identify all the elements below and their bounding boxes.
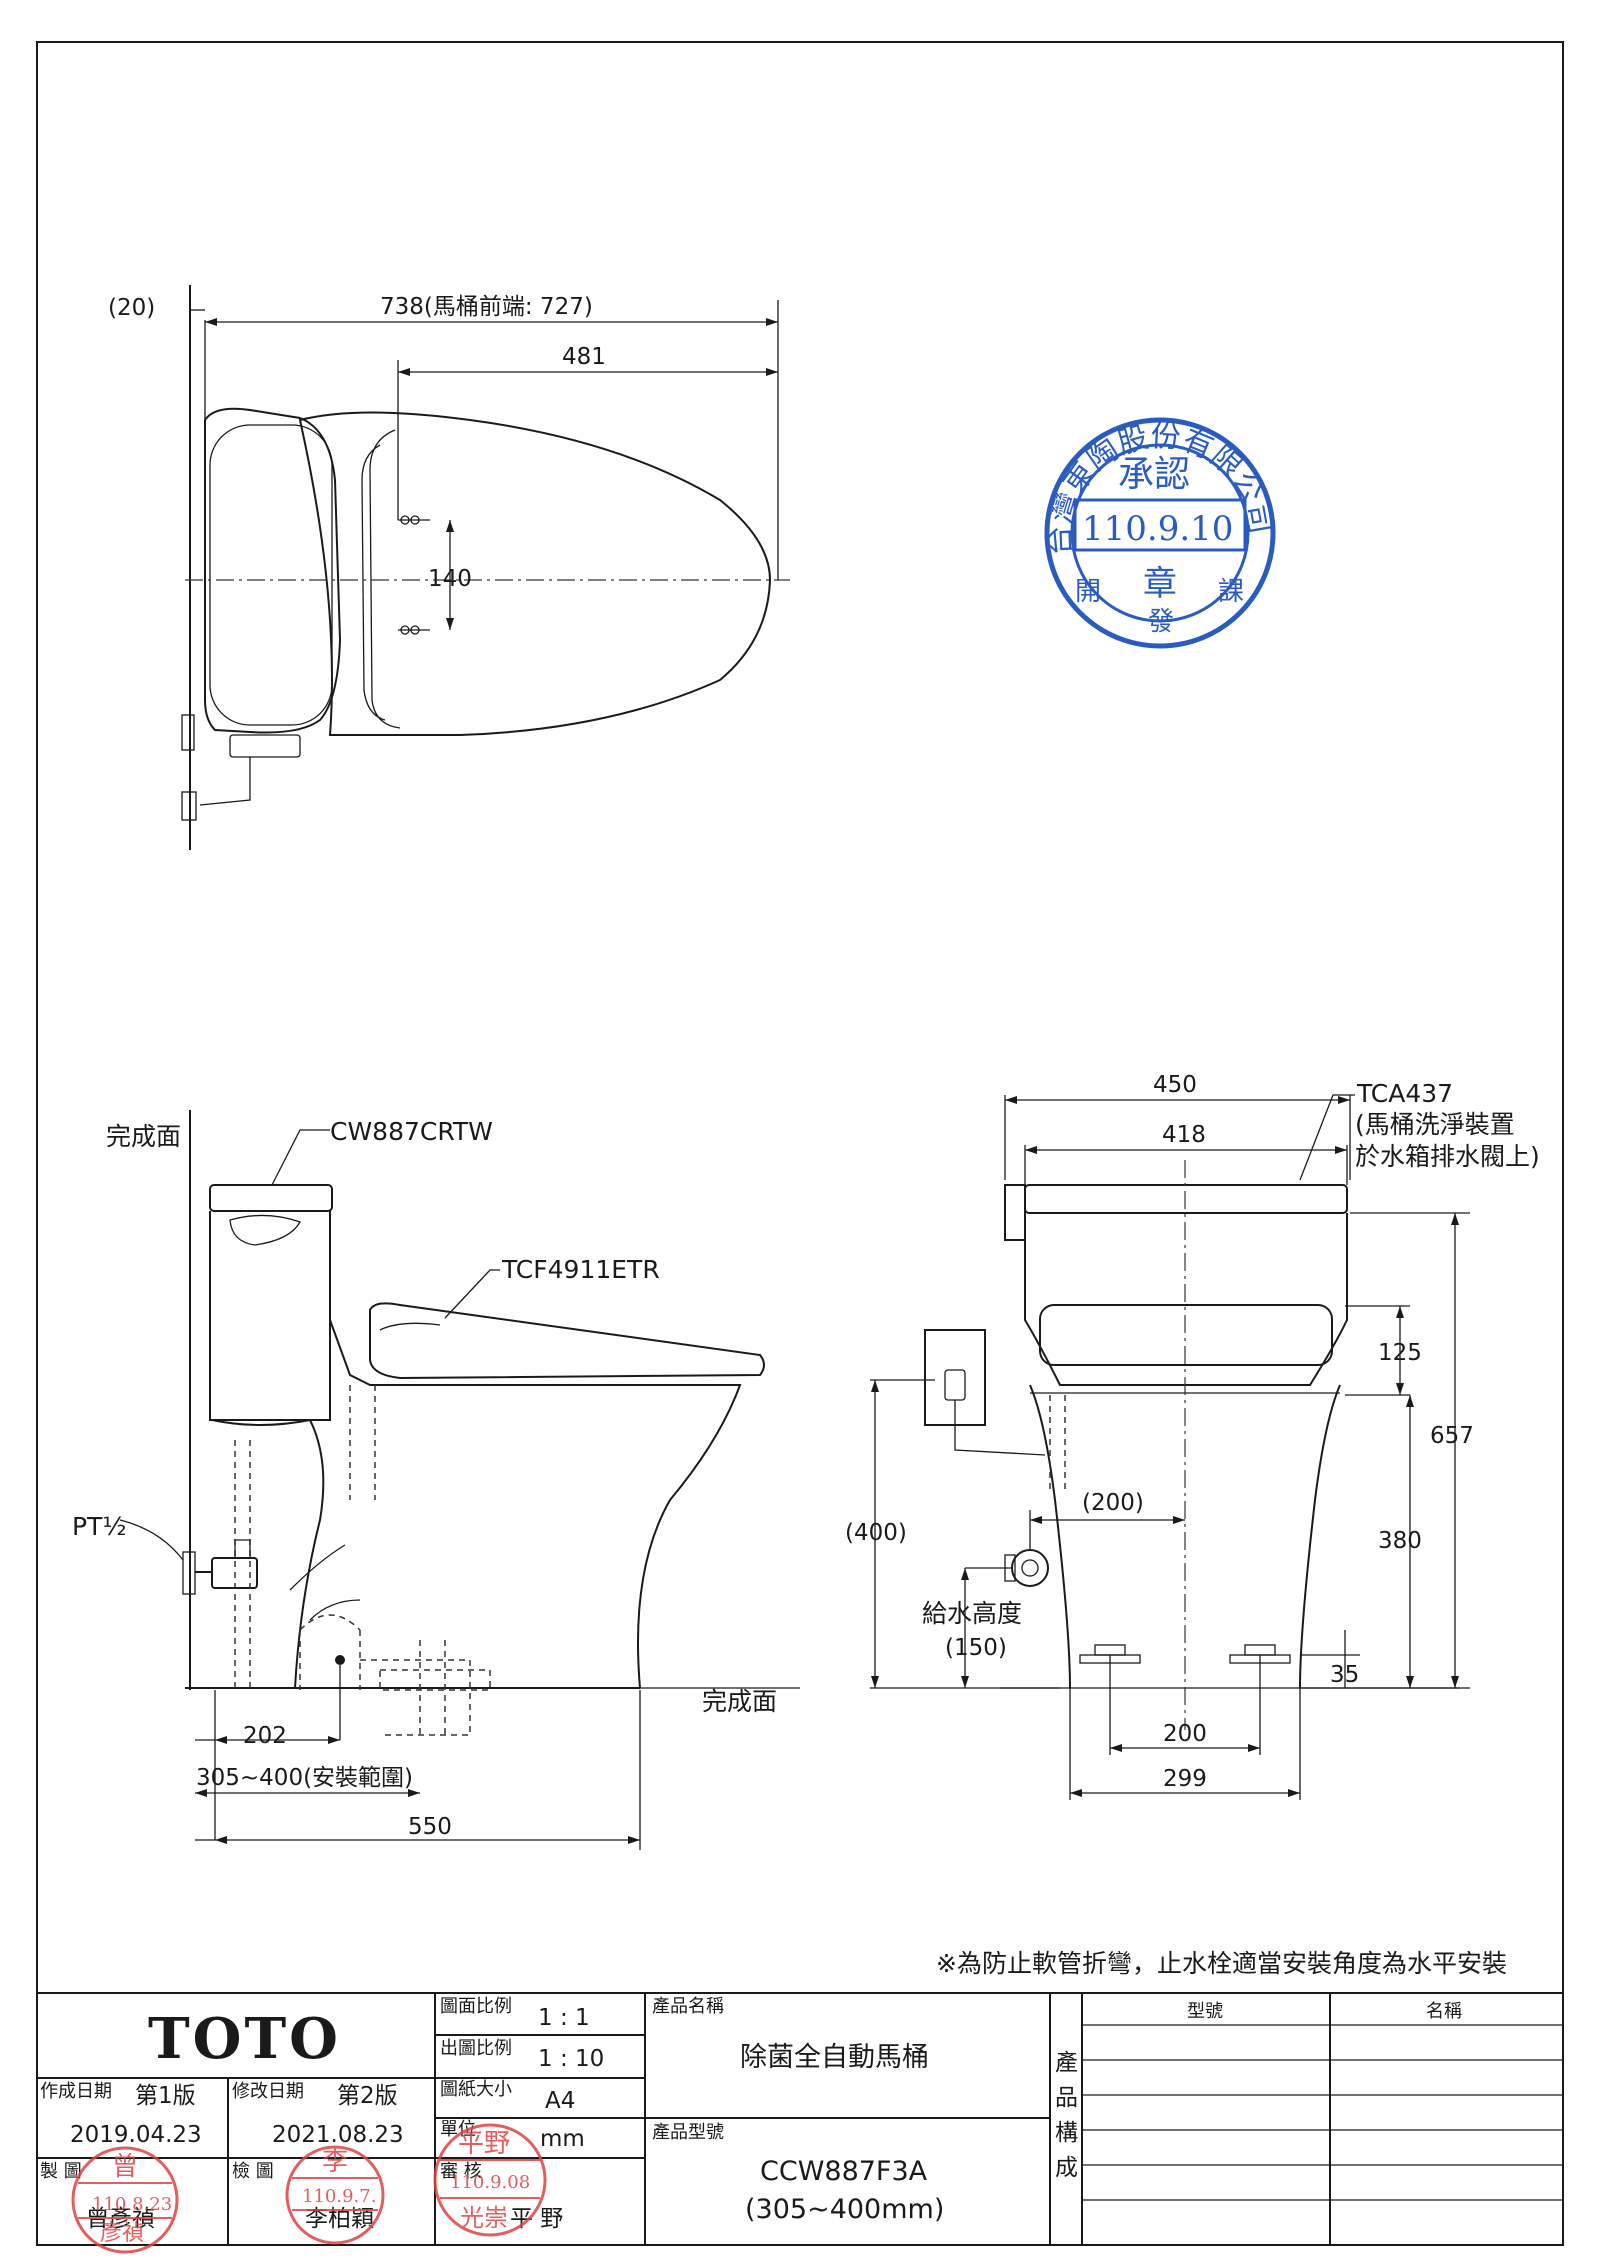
side-label-finish-surface-top: 完成面 bbox=[106, 1122, 181, 1151]
revised-date: 2021.08.23 bbox=[272, 2122, 404, 2148]
revised-date-label: 修改日期 bbox=[232, 2081, 304, 2102]
front-dim-total-height: 657 bbox=[1430, 1423, 1474, 1449]
front-dim-seat-gap: 125 bbox=[1378, 1340, 1422, 1366]
title-block: TOTO 圖面比例 1 : 1 出圖比例 1 : 10 圖紙大小 A4 單位 m… bbox=[36, 1992, 1564, 2246]
unit-label: 單位 bbox=[440, 2119, 476, 2140]
side-label-tank-model: CW887CRTW bbox=[330, 1117, 493, 1146]
product-name-label: 產品名稱 bbox=[652, 1996, 724, 2017]
paper-size-value: A4 bbox=[545, 2088, 575, 2114]
drawn-label: 製 圖 bbox=[40, 2161, 82, 2182]
side-view: 完成面 完成面 CW887CRTW TCF4911ETR bbox=[72, 1110, 800, 1850]
top-seat-bolt-upper bbox=[398, 515, 430, 525]
print-scale-label: 出圖比例 bbox=[440, 2038, 512, 2059]
drawn-stamp-name-2: 彥禎 bbox=[100, 2221, 144, 2246]
side-dim-install-range: 305~400(安裝範圍) bbox=[196, 1765, 413, 1791]
product-name: 除菌全自動馬桶 bbox=[740, 2042, 929, 2073]
col-name-header: 名稱 bbox=[1426, 2001, 1462, 2022]
front-dim-tank-width: 418 bbox=[1162, 1122, 1206, 1148]
installation-note: ※為防止軟管折彎，止水栓適當安裝角度為水平安裝 bbox=[936, 1949, 1507, 1978]
product-model: CCW887F3A bbox=[760, 2156, 928, 2187]
drawing-scale-value: 1 : 1 bbox=[538, 2005, 590, 2031]
approval-seal-word: 章 bbox=[1143, 564, 1177, 604]
drawn-stamp: 曾 110.8.23 彥禎 bbox=[71, 2146, 179, 2254]
checked-stamp-date: 110.9.7. bbox=[302, 2186, 376, 2207]
approval-date: 110.9.10 bbox=[1082, 509, 1233, 549]
front-base-bolt-left bbox=[1079, 1644, 1141, 1688]
top-view: (20) 738(馬桶前端: 727) 481 140 bbox=[108, 285, 790, 850]
print-scale-value: 1 : 10 bbox=[538, 2046, 604, 2072]
front-dim-inlet-offset: (200) bbox=[1082, 1490, 1144, 1516]
composition-char-4: 成 bbox=[1055, 2155, 1078, 2181]
unit-value: mm bbox=[540, 2126, 585, 2152]
front-view: 450 418 TCA437 (馬桶洗淨裝置 於水箱排水閥上) bbox=[845, 1072, 1540, 1800]
front-label-supply-height: 給水高度 bbox=[922, 1599, 1022, 1628]
approved-stamp: 平野 110.9.08 光崇 bbox=[433, 2123, 547, 2237]
front-dim-inlet-height: (400) bbox=[845, 1520, 907, 1546]
approved-stamp-name: 平野 bbox=[458, 2129, 510, 2159]
front-base-bolt-right bbox=[1229, 1644, 1291, 1688]
approval-dept-3: 課 bbox=[1218, 577, 1244, 607]
top-dim-total-length: 738(馬桶前端: 727) bbox=[380, 294, 593, 320]
brand-logo: TOTO bbox=[148, 2006, 341, 2072]
top-dim-bolt-spacing: 140 bbox=[428, 566, 472, 592]
side-label-pipe-thread: PT½ bbox=[72, 1512, 127, 1541]
approval-word: 承認 bbox=[1118, 454, 1190, 495]
composition-char-3: 構 bbox=[1055, 2120, 1078, 2146]
side-label-finish-surface-floor: 完成面 bbox=[702, 1687, 777, 1716]
front-dim-supply-height: (150) bbox=[945, 1635, 1007, 1661]
col-model-header: 型號 bbox=[1187, 2001, 1223, 2022]
approval-stamp: 台灣東陶股份有限公司 承認 110.9.10 章 開 發 課 bbox=[1043, 417, 1278, 649]
created-date-label: 作成日期 bbox=[40, 2081, 112, 2102]
front-dim-base-width: 299 bbox=[1163, 1766, 1207, 1792]
front-label-flush-note-2: 於水箱排水閥上) bbox=[1355, 1142, 1540, 1171]
sheet-border bbox=[36, 41, 1564, 2246]
created-date: 2019.04.23 bbox=[70, 2122, 202, 2148]
front-dim-overall-width: 450 bbox=[1153, 1072, 1197, 1098]
top-dim-seat-length: 481 bbox=[562, 344, 606, 370]
product-model-range: (305~400mm) bbox=[745, 2194, 944, 2225]
approval-dept-1: 開 bbox=[1075, 577, 1101, 607]
checked-stamp-name: 李 bbox=[322, 2147, 348, 2177]
front-dim-base-gap: 35 bbox=[1330, 1662, 1359, 1688]
revised-version: 第2版 bbox=[337, 2083, 398, 2109]
approved-stamp-name-2: 光崇 bbox=[460, 2204, 508, 2232]
drawing-scale-label: 圖面比例 bbox=[440, 1996, 512, 2017]
created-version: 第1版 bbox=[135, 2083, 196, 2109]
checked-stamp: 李 110.9.7. bbox=[285, 2145, 385, 2245]
composition-char-2: 品 bbox=[1055, 2085, 1078, 2111]
drawn-stamp-date: 110.8.23 bbox=[92, 2194, 172, 2215]
side-label-seat-model: TCF4911ETR bbox=[501, 1255, 660, 1284]
front-dim-bowl-height: 380 bbox=[1378, 1528, 1422, 1554]
composition-char-1: 產 bbox=[1055, 2050, 1078, 2076]
side-dim-depth: 550 bbox=[408, 1814, 452, 1840]
front-label-flush-device-model: TCA437 bbox=[1356, 1079, 1453, 1108]
paper-size-label: 圖紙大小 bbox=[440, 2079, 512, 2100]
product-model-label: 產品型號 bbox=[652, 2122, 724, 2143]
top-seat-bolt-lower bbox=[398, 625, 430, 635]
side-dim-outlet-distance: 202 bbox=[243, 1723, 287, 1749]
front-label-flush-note-1: (馬桶洗淨裝置 bbox=[1355, 1110, 1515, 1139]
approved-stamp-date: 110.9.08 bbox=[450, 2172, 530, 2193]
approved-label: 審 核 bbox=[440, 2161, 482, 2182]
front-dim-bolt-spacing: 200 bbox=[1163, 1721, 1207, 1747]
drawn-stamp-name: 曾 bbox=[112, 2152, 138, 2182]
approval-dept-2: 發 bbox=[1148, 607, 1174, 637]
checked-label: 檢 圖 bbox=[232, 2161, 274, 2182]
top-dim-wall-gap: (20) bbox=[108, 295, 155, 321]
